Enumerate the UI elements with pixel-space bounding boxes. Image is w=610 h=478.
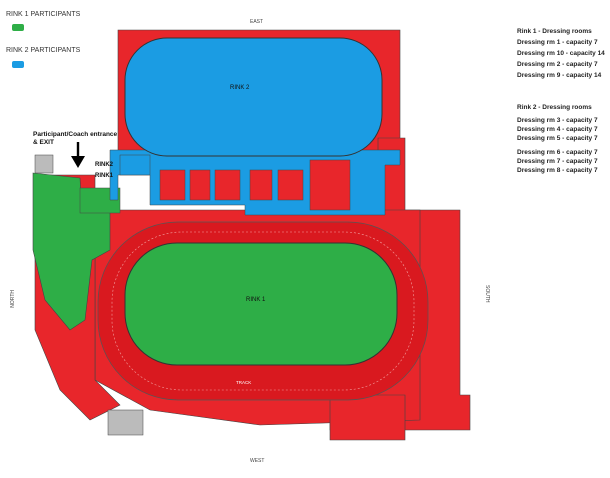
rink2-ice <box>124 37 383 157</box>
rink2-room: Dressing rm 6 - capacity 7 <box>517 149 598 156</box>
rink1-label: RINK 1 <box>246 297 266 303</box>
legend-rink2-swatch <box>12 61 24 68</box>
track-label: TRACK <box>236 380 252 385</box>
entrance-label-line1: Participant/Coach entrance <box>33 131 118 138</box>
rink2-dressing-rooms: Rink 2 - Dressing rooms Dressing rm 3 - … <box>517 104 598 175</box>
compass-west: WEST <box>250 458 265 464</box>
rink2-room: Dressing rm 3 - capacity 7 <box>517 117 598 124</box>
rink2-room: Dressing rm 7 - capacity 7 <box>517 158 598 165</box>
legend-rink1-swatch <box>12 24 24 31</box>
rink1-room: Dressing rm 2 - capacity 7 <box>517 61 598 68</box>
entrance-label-line2: & EXIT <box>33 139 54 146</box>
room-rink1-label: RINK1 <box>95 173 114 179</box>
rink2-room: Dressing rm 8 - capacity 7 <box>517 167 598 174</box>
rink1-dressing-heading: Rink 1 - Dressing rooms <box>517 28 592 35</box>
rink1-room: Dressing rm 10 - capacity 14 <box>517 50 605 57</box>
rink1-room: Dressing rm 9 - capacity 14 <box>517 72 602 79</box>
dressing-room-cells <box>159 159 351 211</box>
entrance-arrow <box>71 142 85 168</box>
legend-rink1-label: RINK 1 PARTICIPANTS <box>6 11 81 18</box>
rink1-ice <box>124 242 398 366</box>
rink1-dressing-rooms: Rink 1 - Dressing rooms Dressing rm 1 - … <box>517 28 605 80</box>
rink2-label: RINK 2 <box>230 85 250 91</box>
rink2-room: Dressing rm 4 - capacity 7 <box>517 126 598 133</box>
left-exterior-stair <box>34 154 54 174</box>
compass-south: SOUTH <box>484 285 490 303</box>
room-rink2-label: RINK2 <box>95 162 114 168</box>
rink1-room: Dressing rm 1 - capacity 7 <box>517 39 598 46</box>
rink2-dressing-heading: Rink 2 - Dressing rooms <box>517 104 592 111</box>
rink2-room: Dressing rm 5 - capacity 7 <box>517 135 598 142</box>
stairwell <box>107 409 144 436</box>
rink1-seating-inner <box>111 231 415 391</box>
compass-east: EAST <box>250 19 264 25</box>
legend-rink2-label: RINK 2 PARTICIPANTS <box>6 47 81 54</box>
entrance-label: Participant/Coach entrance & EXIT <box>33 131 117 147</box>
